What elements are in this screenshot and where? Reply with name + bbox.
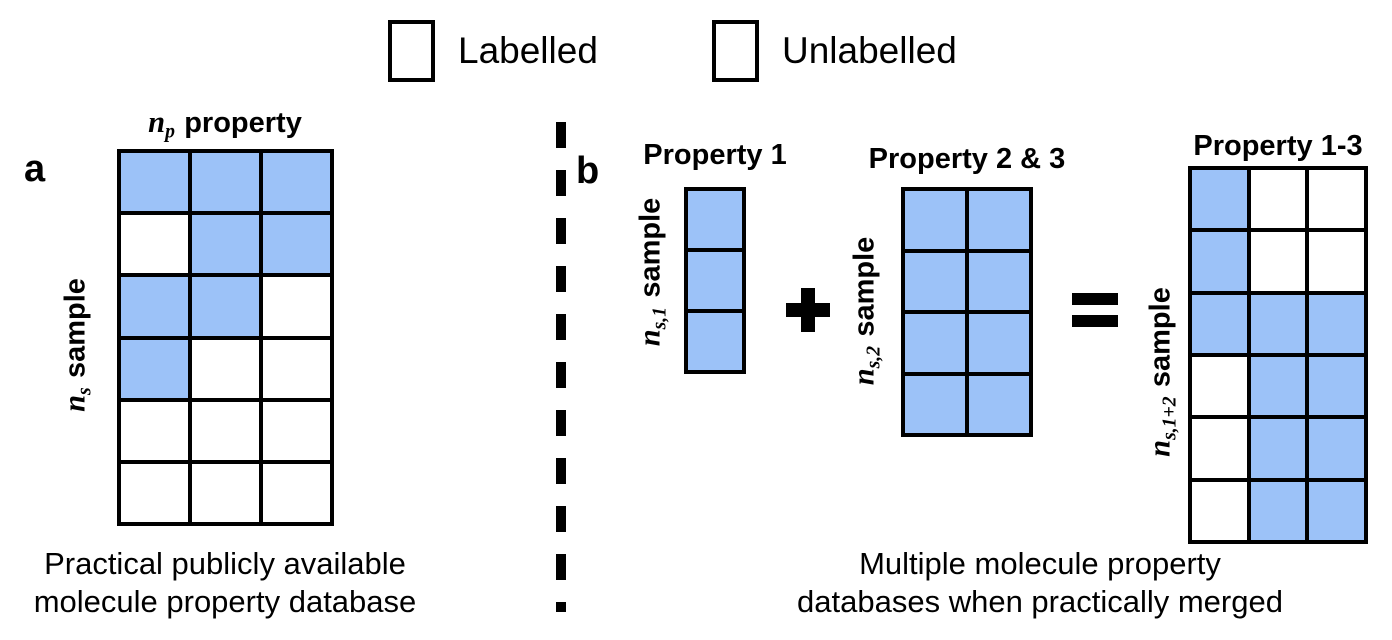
label-text: sample (1144, 287, 1177, 388)
plus-vertical-bar (801, 288, 815, 332)
matrix-a-grid (117, 149, 334, 526)
matrix-3-title: Property 1-3 (1193, 130, 1363, 162)
unlabelled-cell (263, 463, 330, 522)
unlabelled-cell (1192, 356, 1247, 416)
labelled-cell (688, 252, 742, 309)
labelled-cell (1309, 356, 1364, 416)
math-var: n (57, 394, 92, 412)
unlabelled-cell (263, 277, 330, 336)
matrix-1-row-label: ns,1 sample (633, 198, 672, 347)
labelled-cell (905, 375, 965, 433)
caption-line: databases when practically merged (797, 584, 1283, 619)
labelled-cell (192, 215, 259, 274)
unlabelled-cell (192, 463, 259, 522)
panel-a-caption: Practical publicly available molecule pr… (0, 545, 450, 621)
labelled-cell (969, 375, 1029, 433)
labelled-cell (969, 252, 1029, 310)
matrix-3-grid (1188, 166, 1368, 544)
unlabelled-cell (121, 401, 188, 460)
unlabelled-cell (1250, 232, 1306, 291)
labelled-cell (969, 314, 1029, 372)
labelled-cell (905, 252, 965, 310)
math-sub: s,1+2 (1158, 396, 1181, 440)
unlabelled-swatch (712, 20, 759, 82)
matrix-1-grid (684, 187, 746, 374)
unlabelled-cell (121, 215, 188, 274)
math-var: n (1142, 439, 1177, 457)
labelled-cell (192, 277, 259, 336)
unlabelled-cell (1192, 419, 1247, 478)
equals-icon (1072, 293, 1118, 327)
labelled-cell (969, 191, 1029, 249)
labelled-cell (1250, 294, 1306, 353)
labelled-cell (1250, 481, 1306, 540)
labelled-cell (905, 191, 965, 249)
labelled-cell (121, 339, 188, 398)
labelled-cell (192, 153, 259, 212)
label-text: sample (848, 236, 881, 337)
panel-a-label: a (24, 148, 46, 190)
math-sub: p (165, 120, 175, 143)
matrix-2-grid (901, 187, 1033, 437)
unlabelled-cell (1309, 232, 1364, 291)
math-sub: s,1 (648, 306, 671, 330)
labelled-cell (905, 314, 965, 372)
labelled-cell (1309, 294, 1364, 353)
label-text: sample (634, 197, 667, 298)
plus-icon (786, 288, 830, 332)
label-text: sample (59, 278, 92, 379)
labelled-swatch (388, 20, 435, 82)
labelled-cell (688, 191, 742, 248)
math-var: n (632, 329, 667, 347)
labelled-cell (1192, 294, 1247, 353)
math-var: n (148, 105, 166, 139)
labelled-cell (1192, 232, 1247, 291)
equals-top-bar (1072, 293, 1118, 305)
caption-line: molecule property database (33, 584, 417, 619)
unlabelled-cell (1250, 170, 1306, 229)
labelled-cell (1250, 419, 1306, 478)
labelled-cell (688, 313, 742, 370)
title-text: property (184, 107, 302, 139)
labelled-cell (1192, 170, 1247, 229)
labelled-cell (263, 153, 330, 212)
matrix-2-row-label: ns,2 sample (847, 237, 886, 386)
unlabelled-cell (263, 339, 330, 398)
labelled-cell (1309, 481, 1364, 540)
unlabelled-cell (1309, 170, 1364, 229)
matrix-1-title: Property 1 (643, 139, 787, 171)
labelled-cell (1309, 419, 1364, 478)
labelled-cell (121, 277, 188, 336)
matrix-a-row-label: ns sample (58, 278, 97, 412)
math-sub: s,2 (862, 345, 885, 369)
labelled-cell (263, 215, 330, 274)
panel-b-caption: Multiple molecule property databases whe… (690, 545, 1390, 621)
unlabelled-cell (263, 401, 330, 460)
math-var: n (846, 368, 881, 386)
panel-b-label: b (576, 150, 600, 192)
unlabelled-cell (1192, 481, 1247, 540)
matrix-a-title: np property (100, 105, 350, 143)
unlabelled-cell (121, 463, 188, 522)
dashed-divider (556, 122, 566, 612)
equals-bottom-bar (1072, 315, 1118, 327)
caption-line: Multiple molecule property (859, 546, 1221, 581)
matrix-3-row-label: ns,1+2 sample (1143, 287, 1182, 457)
math-sub: s (73, 387, 96, 395)
caption-line: Practical publicly available (44, 546, 406, 581)
labelled-cell (1250, 356, 1306, 416)
unlabelled-legend-label: Unlabelled (782, 30, 957, 71)
unlabelled-cell (192, 401, 259, 460)
matrix-2-title: Property 2 & 3 (868, 143, 1066, 175)
labelled-cell (121, 153, 188, 212)
unlabelled-cell (192, 339, 259, 398)
labelled-legend-label: Labelled (458, 30, 598, 71)
